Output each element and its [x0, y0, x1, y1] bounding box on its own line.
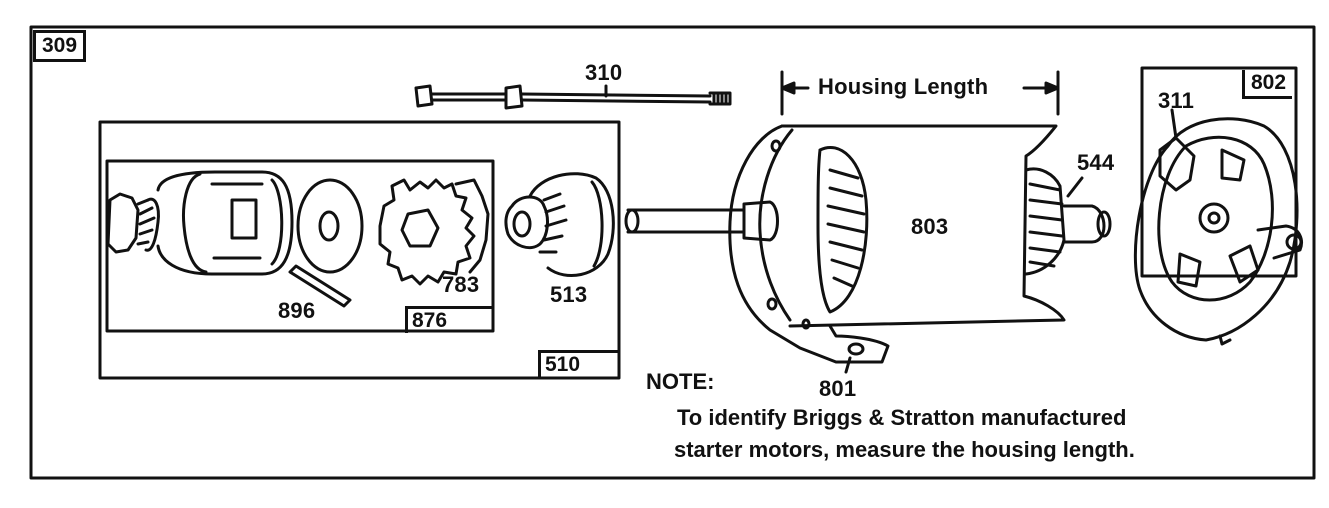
leader-311: [1170, 108, 1178, 140]
box-802-frame: [1140, 66, 1298, 278]
part-label-803: 803: [911, 214, 949, 239]
part-label-513: 513: [550, 282, 588, 307]
washer-part: [296, 178, 364, 274]
part-label-801: 801: [819, 376, 857, 401]
end-cap-part: [1133, 117, 1303, 346]
box-876-frame: [105, 159, 495, 333]
part-label-311: 311: [1158, 88, 1195, 113]
spring-housing-part: [156, 170, 294, 276]
drive-nut-part: [106, 192, 160, 254]
note-heading: NOTE:: [646, 369, 715, 394]
housing-length-dimension: [780, 70, 1060, 116]
part-label-876: 876: [405, 306, 494, 333]
through-bolt-part-310: [414, 84, 732, 110]
clutch-part-513: [504, 172, 615, 277]
box-510-frame: [98, 120, 621, 380]
part-label-510: 510: [538, 350, 621, 377]
part-label-310: 310: [585, 60, 623, 85]
outer-frame: [29, 25, 1316, 480]
key-part-896: [288, 264, 352, 308]
figure-number-309: 309: [33, 30, 87, 62]
housing-length-label: Housing Length: [814, 76, 993, 98]
part-label-544: 544: [1077, 150, 1115, 175]
note-line-2: starter motors, measure the housing leng…: [674, 437, 1135, 462]
note-line-1: To identify Briggs & Stratton manufactur…: [677, 405, 1127, 430]
leader-801: [844, 356, 852, 374]
motor-housing-part-803: [624, 124, 1112, 364]
part-label-783: 783: [442, 272, 480, 297]
part-label-802: 802: [1242, 70, 1293, 99]
part-label-896: 896: [278, 298, 316, 323]
gear-part-783: [378, 178, 490, 286]
leader-544: [1066, 176, 1084, 198]
